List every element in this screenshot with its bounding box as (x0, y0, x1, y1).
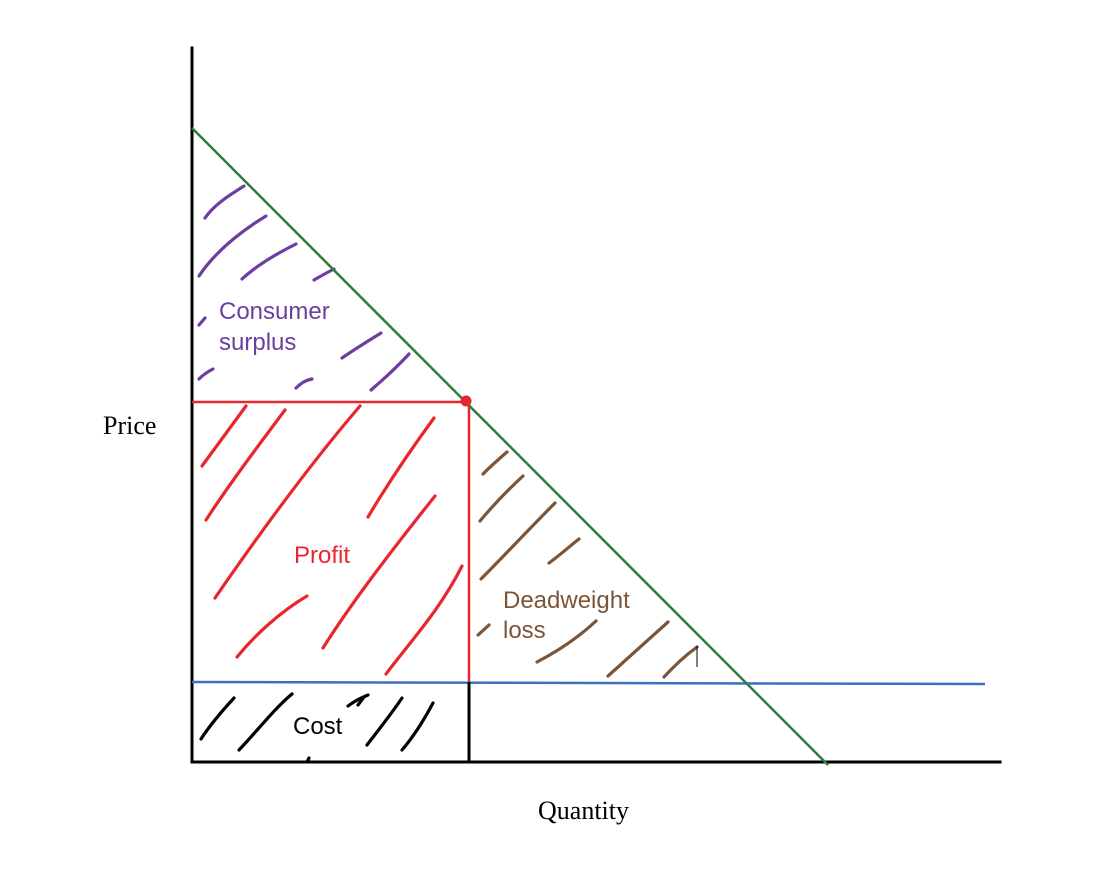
deadweight-loss-label-line2: loss (503, 617, 546, 644)
profit-rectangle (192, 400, 471, 682)
y-axis-title: Price (103, 411, 156, 440)
consumer-surplus-label-line2: surplus (219, 329, 296, 356)
cost-hatching (199, 692, 435, 764)
axes (190, 46, 1002, 764)
cost-label: Cost (293, 713, 343, 740)
deadweight-loss-label-line1: Deadweight (503, 587, 630, 614)
demand-line (191, 127, 829, 766)
consumer-surplus-label-line1: Consumer (219, 298, 330, 325)
profit-hatching (200, 404, 464, 676)
monopoly-point (460, 395, 472, 407)
x-axis-title: Quantity (538, 796, 629, 825)
consumer-surplus-hatching (197, 184, 411, 392)
deadweight-loss-hatching (476, 450, 699, 679)
marginal-cost-line (191, 680, 986, 686)
profit-label: Profit (294, 542, 350, 569)
